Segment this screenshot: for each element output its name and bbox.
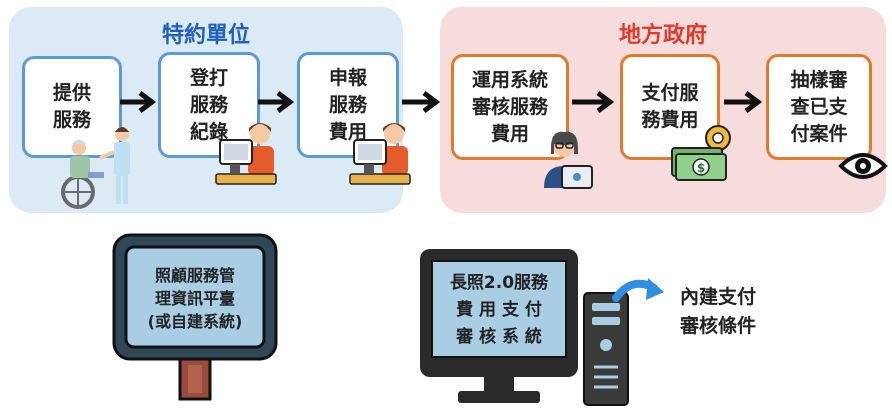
step-sample-audit: 抽樣審 查已支 付案件 (766, 54, 872, 160)
step-system-review: 運用系統 審核服務 費用 (451, 54, 569, 160)
provider-panel-title: 特約單位 (161, 23, 250, 48)
step-pay-fees: 支付服 務費用 (620, 54, 720, 160)
side-note: 內建支付 審核條件 (680, 286, 757, 337)
step-provide-service: 提供 服務 (22, 56, 122, 158)
eye-icon (838, 153, 888, 179)
worker-computer-icon (215, 123, 277, 185)
computer-screen-text: 長照2.0服務 費 用 支 付 審 核 系 統 (449, 272, 549, 347)
arrow-right-icon (258, 91, 295, 113)
reviewer-laptop-icon (544, 131, 593, 189)
step-claim-fees: 申報 服務 費用 (297, 52, 399, 158)
desktop-computer-icon (420, 249, 629, 406)
svg-text:$: $ (697, 161, 705, 175)
monitor-screen-text: 照顧服務管 理資訊平臺 (或自建系統) (147, 265, 243, 331)
worker-computer-icon (349, 123, 411, 185)
money-gear-icon: $ (671, 125, 731, 181)
arrow-right-icon (724, 91, 763, 113)
government-panel-title: 地方政府 (618, 23, 707, 48)
step-record-service: 登打 服務 紀錄 (158, 52, 260, 158)
arrow-right-icon (572, 91, 615, 113)
elderly-care-icon (61, 127, 130, 209)
arrow-right-icon (120, 91, 157, 113)
curved-arrow-icon (612, 278, 664, 302)
arrow-right-icon (402, 91, 441, 113)
monitor-icon (112, 233, 278, 401)
